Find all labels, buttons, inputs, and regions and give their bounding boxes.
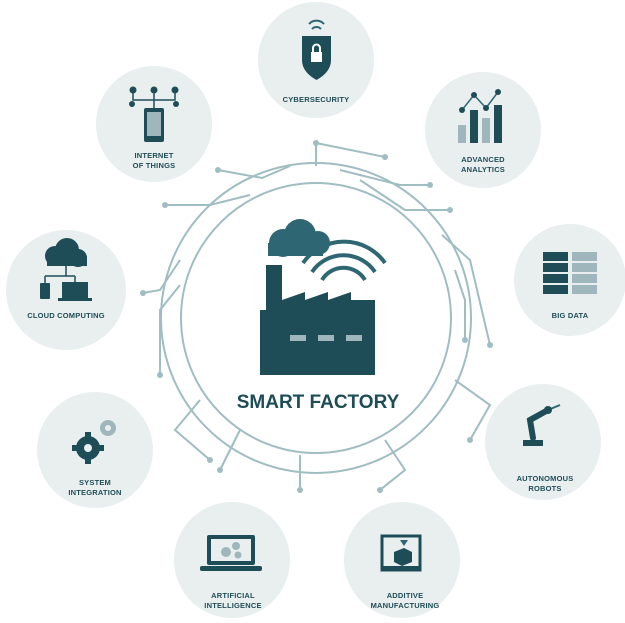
node-label-advanced-analytics-2: ANALYTICS	[461, 165, 505, 174]
cloud-devices-icon	[40, 238, 92, 301]
node-label-cloud-computing: CLOUD COMPUTING	[27, 311, 105, 320]
node-label-autonomous-robots-1: AUTONOMOUS	[517, 474, 574, 483]
central-factory: SMART FACTORY	[237, 219, 400, 413]
node-label-big-data: BIG DATA	[552, 311, 589, 320]
gears-icon	[72, 420, 116, 464]
node-label-system-integration-1: SYSTEM	[79, 478, 111, 487]
center-title: SMART FACTORY	[237, 392, 400, 413]
3d-printer-icon	[380, 534, 422, 572]
factory-icon	[260, 219, 387, 375]
shield-lock-icon	[302, 19, 331, 80]
node-big-data: BIG DATA	[514, 224, 625, 336]
laptop-gears-icon	[200, 535, 262, 571]
node-label-advanced-analytics-1: ADVANCED	[461, 155, 505, 164]
smartphone-network-icon	[129, 86, 179, 142]
node-system-integration: SYSTEM INTEGRATION	[37, 392, 153, 508]
robot-arm-icon	[523, 404, 561, 446]
node-label-additive-manufacturing-2: MANUFACTURING	[371, 601, 440, 610]
bar-chart-icon	[458, 89, 502, 143]
node-cybersecurity: CYBERSECURITY	[258, 2, 374, 118]
node-cloud-computing: CLOUD COMPUTING	[6, 230, 126, 350]
circuit-wires	[140, 140, 493, 493]
node-label-additive-manufacturing-1: ADDITIVE	[387, 591, 424, 600]
node-label-internet-of-things-1: INTERNET	[134, 151, 173, 160]
node-autonomous-robots: AUTONOMOUS ROBOTS	[485, 384, 601, 500]
node-internet-of-things: INTERNET OF THINGS	[96, 66, 212, 182]
node-artificial-intelligence: ARTIFICIAL INTELLIGENCE	[174, 502, 290, 618]
node-label-autonomous-robots-2: ROBOTS	[528, 484, 561, 493]
node-advanced-analytics: ADVANCED ANALYTICS	[425, 72, 541, 188]
server-rack-icon	[543, 252, 597, 294]
node-additive-manufacturing: ADDITIVE MANUFACTURING	[344, 502, 460, 618]
node-label-system-integration-2: INTEGRATION	[68, 488, 121, 497]
node-label-artificial-intelligence-2: INTELLIGENCE	[204, 601, 261, 610]
node-label-internet-of-things-2: OF THINGS	[133, 161, 176, 170]
node-label-cybersecurity: CYBERSECURITY	[283, 95, 350, 104]
node-label-artificial-intelligence-1: ARTIFICIAL	[211, 591, 255, 600]
